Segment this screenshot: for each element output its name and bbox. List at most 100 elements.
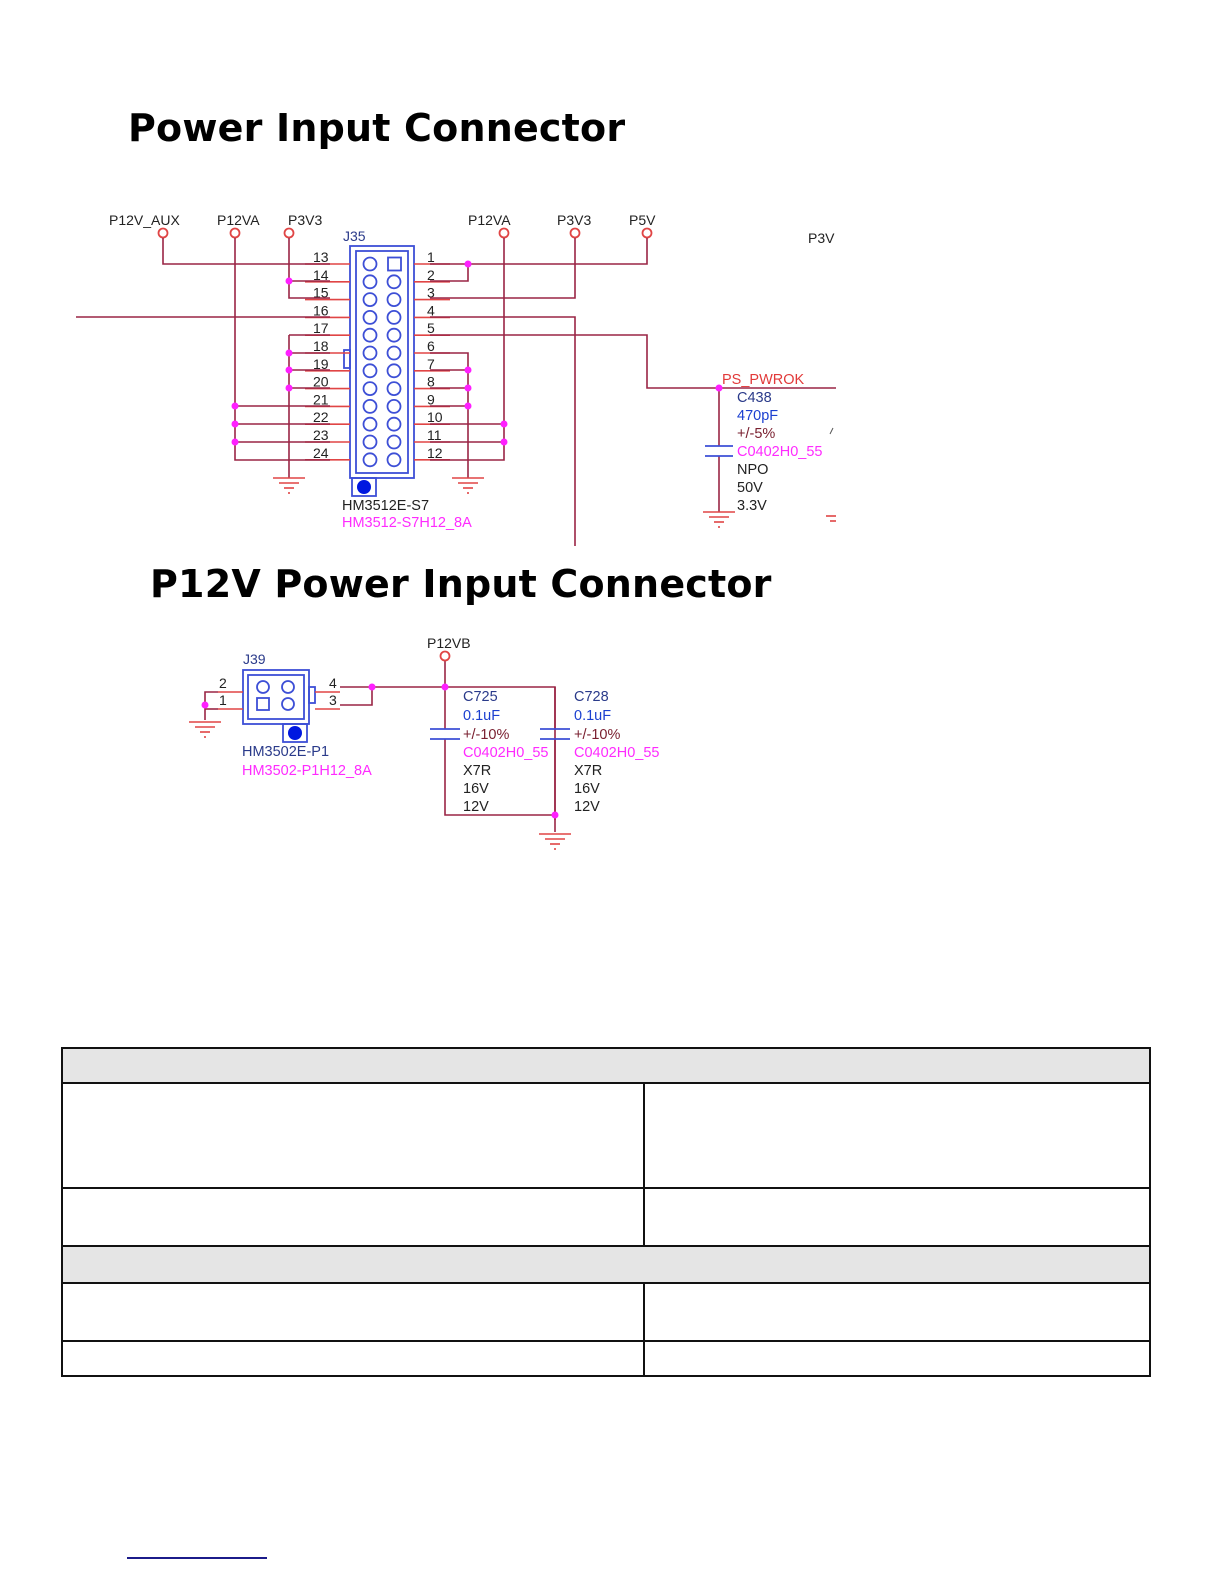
table-cell <box>61 1187 645 1247</box>
junction-dot <box>285 366 293 374</box>
table-header-cell <box>61 1047 1151 1084</box>
c438-capacitor: C438 470pF +/-5% C0402H0_55 NPO 50V 3.3V <box>705 390 822 514</box>
junction-dot <box>231 402 239 410</box>
c725-dielectric: X7R <box>463 763 491 779</box>
c438-ref: C438 <box>737 390 772 406</box>
connector-pin-icon <box>386 292 402 308</box>
section-title-p12v-power-input-connector: P12V Power Input Connector <box>150 562 772 606</box>
table-header-row <box>61 1245 1151 1284</box>
table-header-row <box>61 1047 1151 1084</box>
junction-dot <box>715 384 723 392</box>
connector-pin-icon <box>362 256 378 272</box>
power-port-icon <box>439 650 451 662</box>
j35-part-number: HM3512E-S7 <box>342 498 429 514</box>
j35-pin-number: 2 <box>427 267 435 283</box>
connector-pin-icon <box>386 434 402 450</box>
j39-pin-number: 2 <box>219 675 227 691</box>
j35-pin-number: 11 <box>427 427 442 443</box>
c725-value: 0.1uF <box>463 708 500 724</box>
c438-rating: 50V <box>737 480 763 496</box>
j35-latch <box>343 349 351 369</box>
ground-icon <box>273 477 305 494</box>
connector-pin-icon <box>362 327 378 343</box>
junction-dot <box>285 384 293 392</box>
connector-pin-icon <box>281 680 295 694</box>
j35-pin-number: 22 <box>313 409 329 425</box>
c725-voltage: 12V <box>463 799 489 815</box>
c725-rating: 16V <box>463 781 489 797</box>
pin1-marker-icon <box>288 726 302 740</box>
junction-dot <box>464 260 472 268</box>
c728-ref: C728 <box>574 689 609 705</box>
j35-pin-number: 4 <box>427 302 435 318</box>
connector-pin-icon <box>256 680 270 694</box>
connector-pin-icon <box>362 381 378 397</box>
ground-icon <box>189 721 221 738</box>
j35-pin-number: 18 <box>313 338 329 354</box>
j35-pin-number: 24 <box>313 445 329 461</box>
c728-package: C0402H0_55 <box>574 745 659 761</box>
j35-key <box>351 477 377 497</box>
j35-pin-number: 6 <box>427 338 435 354</box>
connector-pin-icon <box>386 363 402 379</box>
j35-pin-number: 10 <box>427 409 443 425</box>
j39-pin-number: 1 <box>219 692 227 708</box>
j35-pin-number: 9 <box>427 391 435 407</box>
connector-pin-icon <box>362 416 378 432</box>
c438-dielectric: NPO <box>737 462 768 478</box>
junction-dot <box>285 349 293 357</box>
net-port-p12va-right: P12VA <box>468 212 511 239</box>
j35-junctions <box>231 260 723 446</box>
j35-pin-grid <box>362 256 402 468</box>
j35-pin-number: 20 <box>313 374 329 390</box>
pin1-marker-icon <box>357 480 371 494</box>
table-cell <box>643 1282 1151 1342</box>
net-label-p3v-offpage: P3V <box>808 230 835 246</box>
j35-pin-number: 14 <box>313 267 329 283</box>
table-row <box>61 1082 1151 1189</box>
junction-dot <box>201 701 209 709</box>
c725-package: C0402H0_55 <box>463 745 548 761</box>
c725-tolerance: +/-10% <box>463 727 509 743</box>
j35-pin-number: 19 <box>313 356 329 372</box>
table-row <box>61 1187 1151 1247</box>
j35-wires <box>76 238 836 546</box>
connector-pin-icon <box>362 274 378 290</box>
connector-pin-icon <box>362 363 378 379</box>
j35-pin-number: 5 <box>427 320 435 336</box>
j35-pin-number: 3 <box>427 285 435 301</box>
net-port-p3v3-left: P3V3 <box>283 212 322 239</box>
c728-dielectric: X7R <box>574 763 602 779</box>
connector-pin-icon <box>362 345 378 361</box>
connector-pin-icon <box>386 327 402 343</box>
j35-pin-number: 23 <box>313 427 329 443</box>
c728-value: 0.1uF <box>574 708 611 724</box>
j35-body <box>349 245 415 479</box>
junction-dot <box>464 366 472 374</box>
j39-pin-number: 3 <box>329 692 337 708</box>
power-port-icon <box>498 227 510 239</box>
junction-dot <box>551 811 559 819</box>
table-cell <box>61 1340 645 1377</box>
net-port-p5v: P5V <box>629 212 656 239</box>
c728-rating: 16V <box>574 781 600 797</box>
j35-pin-number: 17 <box>313 320 329 336</box>
connector-pin-icon <box>362 292 378 308</box>
junction-dot <box>231 420 239 428</box>
j39-schematic: J39 2 1 4 3 <box>189 635 659 850</box>
j35-schematic: P12V_AUX P12VA P3V3 P12VA P3V3 P5V P3V J… <box>76 212 836 546</box>
net-port-p3v3-right: P3V3 <box>557 212 591 239</box>
connector-pin-icon <box>362 309 378 325</box>
net-label-p3v3: P3V3 <box>288 212 322 228</box>
connector-pin-icon <box>386 309 402 325</box>
c438-tolerance: +/-5% <box>737 426 775 442</box>
table-row <box>61 1340 1151 1377</box>
table-cell <box>643 1082 1151 1189</box>
footer-link[interactable] <box>127 1557 267 1559</box>
c438-value: 470pF <box>737 408 778 424</box>
table-cell <box>61 1282 645 1342</box>
j39-latch <box>308 686 316 704</box>
net-label-p12v-aux: P12V_AUX <box>109 212 180 228</box>
j39-key <box>282 723 308 743</box>
